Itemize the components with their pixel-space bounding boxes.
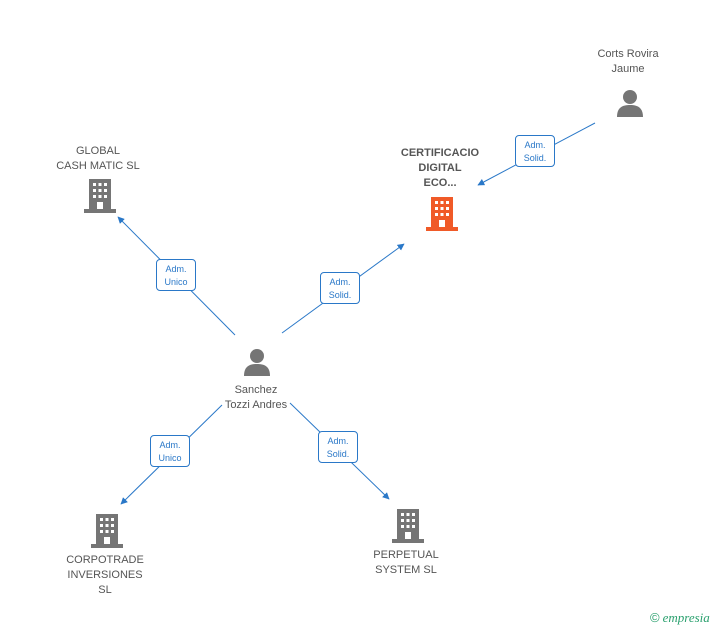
building-icon[interactable] bbox=[84, 178, 116, 214]
node-label-corts: Corts Rovira Jaume bbox=[597, 48, 659, 75]
edge-label-sanchez-certificacio[interactable]: Adm. Solid. bbox=[320, 272, 360, 304]
brand-logo: ©empresia bbox=[650, 610, 710, 626]
person-icon[interactable] bbox=[242, 347, 272, 377]
node-label-sanchez: Sanchez Tozzi Andres bbox=[224, 384, 288, 411]
node-label-perpetual: PERPETUAL SYSTEM SL bbox=[373, 549, 439, 576]
edge-label-sanchez-corpotrade[interactable]: Adm. Unico bbox=[150, 435, 190, 467]
building-icon[interactable] bbox=[426, 196, 458, 232]
edge-label-corts-certificacio[interactable]: Adm. Solid. bbox=[515, 135, 555, 167]
node-label-global: GLOBAL CASH MATIC SL bbox=[56, 145, 140, 172]
edge-label-sanchez-global[interactable]: Adm. Unico bbox=[156, 259, 196, 291]
node-label-certificacio: CERTIFICACIO DIGITAL ECO... bbox=[400, 147, 480, 189]
person-icon[interactable] bbox=[615, 88, 645, 118]
brand-name: empresia bbox=[662, 610, 710, 625]
node-label-corpotrade: CORPOTRADE INVERSIONES SL bbox=[66, 554, 144, 596]
copyright-icon: © bbox=[650, 610, 660, 625]
building-icon[interactable] bbox=[91, 513, 123, 549]
building-icon[interactable] bbox=[392, 508, 424, 544]
edge-label-sanchez-perpetual[interactable]: Adm. Solid. bbox=[318, 431, 358, 463]
